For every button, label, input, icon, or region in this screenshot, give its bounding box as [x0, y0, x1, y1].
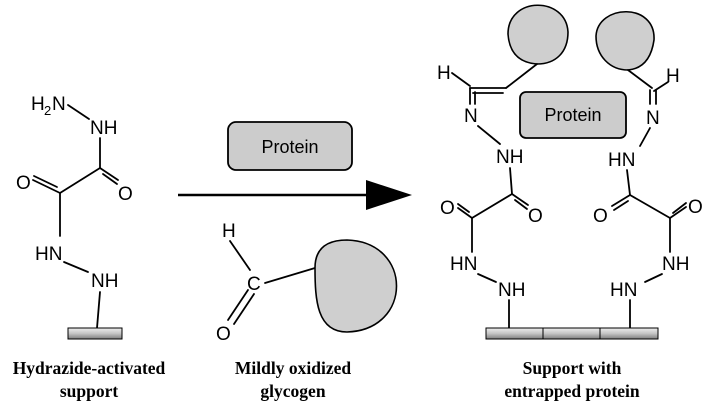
nh-label-right-chain: NH — [662, 254, 689, 275]
hydrazone-h-right: H — [666, 66, 680, 87]
nh-label-right-chain-left: NH — [496, 147, 523, 168]
caption-hydrazide-line1: Hydrazide-activated — [13, 358, 166, 378]
h2n-label-h: H — [31, 94, 45, 115]
oxamide-o-right-left-chain: O — [528, 206, 543, 227]
aldehyde-o-label: O — [216, 324, 231, 345]
caption-glycogen-line2: glycogen — [260, 381, 325, 401]
product-structure: Protein H N NH O O HN NH H N HN — [437, 4, 703, 401]
nh-label-bottom: NH — [91, 271, 118, 292]
support-bar-right — [485, 327, 659, 340]
h2n-label-n: N — [52, 94, 66, 115]
protein-label-middle: Protein — [261, 137, 318, 157]
h2n-label-subscript: 2 — [44, 103, 51, 118]
carbonyl-o-right: O — [118, 184, 133, 205]
nh-label-left-chain-bottom: NH — [498, 280, 525, 301]
oxamide-o-left-left-chain: O — [440, 198, 455, 219]
caption-product-line1: Support with — [523, 358, 622, 378]
caption-glycogen-line1: Mildly oxidized — [235, 358, 351, 378]
protein-label-entrapped: Protein — [544, 105, 601, 125]
oxamide-o-right-right-chain: O — [688, 197, 703, 218]
support-bar-left — [67, 327, 123, 340]
hydrazone-n-right: N — [646, 108, 660, 129]
glycogen-blob — [314, 239, 398, 333]
hn-label-right-chain-top: HN — [608, 150, 635, 171]
hn-label-left-chain: HN — [450, 254, 477, 275]
protein-box-entrapped — [519, 91, 627, 139]
aldehyde-c-label: C — [247, 274, 261, 295]
glycogen-blob-left — [507, 4, 569, 65]
hn-label-right-chain-bottom: HN — [610, 280, 637, 301]
hydrazone-h-left: H — [437, 63, 451, 84]
reaction-arrow-head — [366, 180, 412, 210]
protein-box-middle — [227, 121, 353, 171]
nh-label-top: NH — [90, 118, 117, 139]
caption-product-line2: entrapped protein — [504, 381, 640, 401]
oxamide-o-left-right-chain: O — [593, 206, 608, 227]
reactants-middle: Protein H C O Mildly oxidized glycogen — [178, 121, 412, 401]
hydrazone-n-left: N — [464, 106, 478, 127]
glycogen-blob-right — [595, 10, 655, 71]
hydrazide-support-structure: H 2 N NH O O HN NH Hydrazide-activated s… — [13, 94, 166, 401]
carbonyl-o-left: O — [16, 173, 31, 194]
hn-label: HN — [35, 244, 62, 265]
caption-hydrazide-line2: support — [60, 381, 119, 401]
aldehyde-h-label: H — [222, 221, 236, 242]
